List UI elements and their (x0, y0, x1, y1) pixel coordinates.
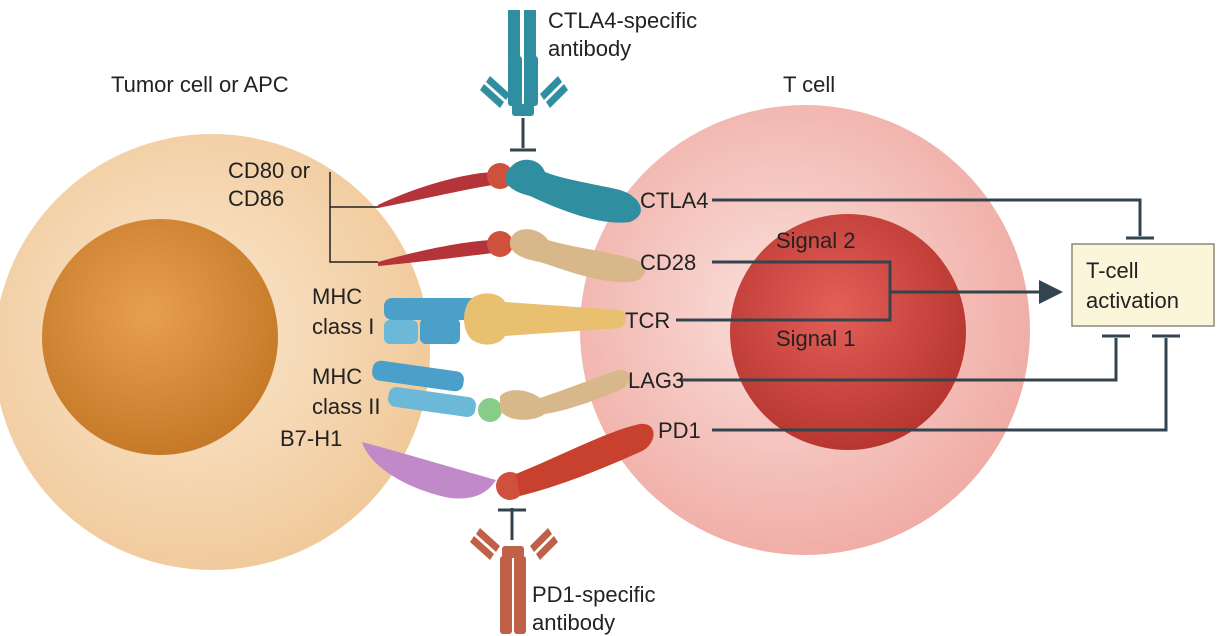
pd1-inhibit-line (712, 338, 1168, 432)
cd80-ctla4-ligand (378, 172, 500, 208)
mhc-ii-peptide (478, 398, 502, 422)
mhc2-label-line2: class II (312, 394, 380, 419)
b7h1-label: B7-H1 (280, 426, 342, 451)
pd1-antibody-label-line2: antibody (532, 610, 615, 635)
cd28-label: CD28 (640, 250, 696, 275)
cd28-receptor (509, 229, 645, 283)
t-cell (580, 105, 1030, 555)
lag3-inhibit-line (680, 338, 1118, 382)
cd80-cd28-ligand (378, 240, 500, 266)
t-cell-nucleus (730, 214, 966, 450)
mhc1-label-line1: MHC (312, 284, 362, 309)
ctla4-antibody-label-line1: CTLA4-specific (548, 8, 697, 33)
ctla4-label: CTLA4 (640, 188, 708, 213)
ctla4-antibody (480, 10, 568, 116)
mhc-class-ii (372, 360, 476, 417)
activation-label-line2: activation (1086, 288, 1179, 313)
cd80-bracket (329, 172, 378, 263)
pd1-label: PD1 (658, 418, 701, 443)
ctla4-receptor (505, 159, 641, 223)
activation-label-line1: T-cell (1086, 258, 1139, 283)
pd1-receptor (516, 423, 654, 496)
tcr-receptor (464, 293, 626, 345)
lag3-receptor (500, 369, 630, 420)
mhc-class-i (384, 298, 484, 344)
pd1-antibody-label-line1: PD1-specific (532, 582, 655, 607)
apc-cell-label: Tumor cell or APC (111, 72, 289, 97)
signal1-label: Signal 1 (776, 326, 856, 351)
apc-nucleus (42, 219, 278, 455)
signal2-label: Signal 2 (776, 228, 856, 253)
lag3-label: LAG3 (628, 368, 684, 393)
mhc2-label-line1: MHC (312, 364, 362, 389)
b7h1-ligand (362, 442, 496, 499)
tcr-label: TCR (625, 308, 670, 333)
ctla4-inhibit-line (712, 198, 1142, 236)
pd1-antibody (470, 528, 558, 634)
t-cell-label: T cell (783, 72, 835, 97)
mhc1-label-line2: class I (312, 314, 374, 339)
apc-cell (0, 134, 430, 570)
ctla4-antibody-label-line2: antibody (548, 36, 631, 61)
activation-box (1071, 243, 1215, 327)
cd80-cd28-ligand-head (487, 231, 513, 257)
cd80-label-line2: CD86 (228, 186, 284, 211)
cd80-label-line1: CD80 or (228, 158, 310, 183)
